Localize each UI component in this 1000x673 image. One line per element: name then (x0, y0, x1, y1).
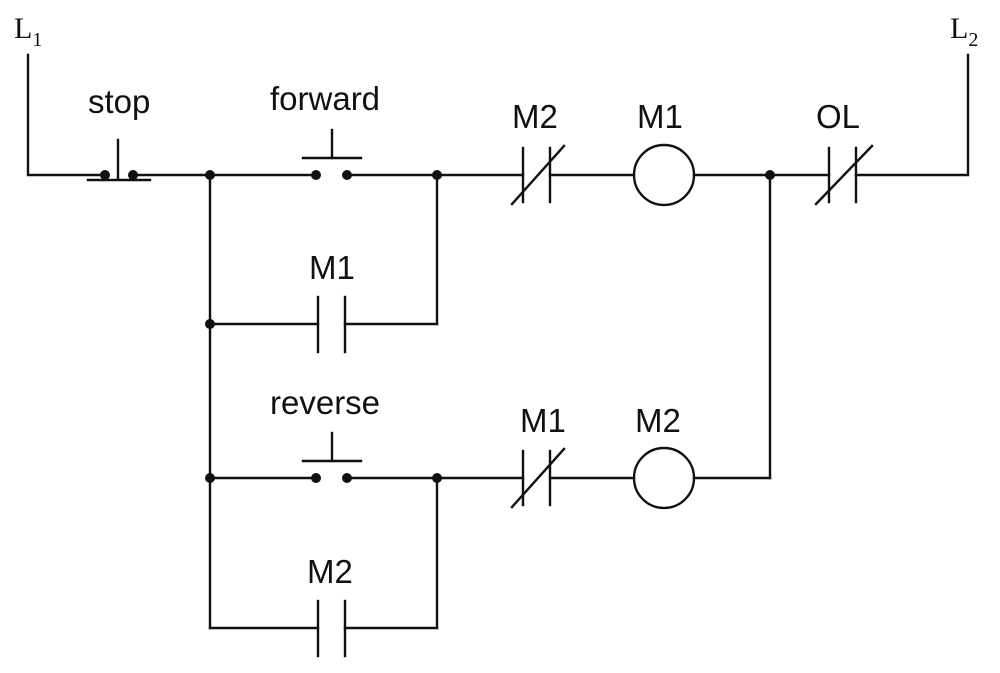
l2-rail-wire (854, 53, 970, 177)
junction-dot (432, 473, 442, 483)
forward-pushbutton (301, 128, 363, 180)
junction-dot (432, 170, 442, 180)
stop-pushbutton (86, 138, 152, 182)
m2-no-contact (316, 599, 347, 658)
m1-interlock-label: M1 (520, 402, 566, 439)
m1-seal-label: M1 (309, 249, 355, 286)
m2-interlock-label: M2 (512, 98, 558, 135)
m1-coil (632, 143, 696, 207)
m2-coil (632, 446, 696, 510)
reverse-label: reverse (270, 384, 380, 421)
stop-label: stop (88, 83, 150, 120)
junction-dot (205, 170, 215, 180)
ol-label: OL (816, 98, 860, 135)
m1-coil-label: M1 (637, 98, 683, 135)
m1-no-contact (316, 295, 347, 354)
m2-coil-label: M2 (635, 402, 681, 439)
junction-dots (205, 170, 775, 483)
forward-label: forward (270, 80, 380, 117)
m2-seal-label: M2 (307, 553, 353, 590)
reverse-pushbutton (301, 431, 363, 483)
l1-rail-wire (26, 53, 107, 177)
rail-label-l1: L1 (14, 12, 42, 51)
junction-dot (205, 473, 215, 483)
junction-dot (765, 170, 775, 180)
rail-label-l2: L2 (950, 12, 978, 51)
junction-dot (205, 319, 215, 329)
